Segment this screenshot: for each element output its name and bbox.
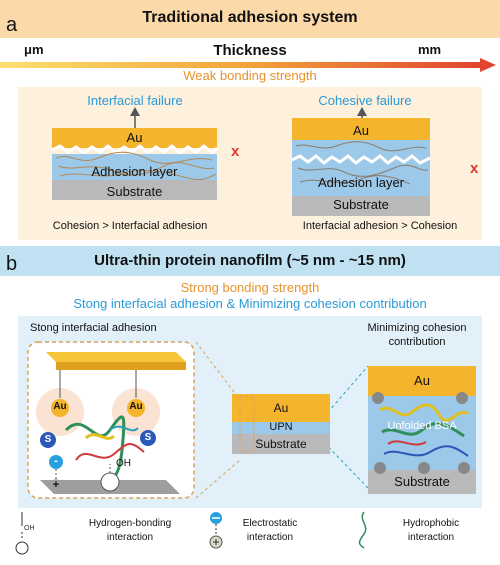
- zoom-s-label-1: S: [44, 434, 52, 445]
- panel-b-subtitle-strength: Strong bonding strength: [180, 280, 320, 295]
- legend-hydrogen-bond-label-2: interaction: [106, 532, 154, 543]
- right-au-label: Au: [353, 123, 369, 138]
- left-failure-mark: x: [231, 143, 240, 160]
- center-upn-label: UPN: [269, 421, 293, 433]
- legend-electrostatic-label-2: interaction: [246, 532, 294, 543]
- cohesive-failure-diagram: [291, 107, 431, 216]
- panel-a-subtitle: Weak bonding strength: [183, 68, 317, 83]
- right-zoom-bsa-label: Unfolded BSA: [387, 420, 457, 432]
- zoom-plus-label: +: [52, 479, 60, 491]
- panel-a-banner: [0, 0, 500, 38]
- center-substrate-label: Substrate: [255, 437, 307, 451]
- panel-a-title: Traditional adhesion system: [142, 9, 358, 26]
- right-adhesion-label: Adhesion layer: [318, 175, 404, 190]
- right-zoom-substrate-label: Substrate: [394, 474, 450, 489]
- legend-hydrogen-bond-icon: OH: [15, 512, 35, 555]
- axis-center-label: Thickness: [213, 42, 287, 59]
- left-adhesion-label: Adhesion layer: [91, 164, 178, 179]
- svg-text:OH: OH: [24, 525, 35, 532]
- right-zoom-heading-line2: contribution: [388, 336, 446, 348]
- center-layer-stack: [232, 394, 330, 454]
- interfacial-zoom-illustration: [27, 341, 195, 499]
- cohesion-zoom-illustration: [368, 366, 476, 494]
- panel-b-letter: b: [6, 253, 18, 275]
- left-caption: Cohesion > Interfacial adhesion: [52, 220, 208, 232]
- panel-a-letter: a: [6, 14, 18, 36]
- left-au-label: Au: [126, 130, 143, 145]
- legend-hydrophobic-label-1: Hydrophobic: [402, 518, 460, 529]
- legend-electrostatic-label-1: Electrostatic: [242, 518, 298, 529]
- panel-b-subtitle-adhesion: Stong interfacial adhesion & Minimizing …: [73, 296, 427, 311]
- legend-hydrogen-bond-label-1: Hydrogen-bonding: [88, 518, 172, 529]
- left-zoom-heading: Stong interfacial adhesion: [30, 322, 157, 334]
- zoom-au-label-1: Au: [53, 401, 67, 412]
- legend-hydrophobic-icon: [358, 511, 367, 549]
- right-failure-mark: x: [470, 160, 479, 177]
- interfacial-failure-heading: Interfacial failure: [87, 93, 183, 108]
- right-zoom-au-label: Au: [414, 373, 430, 388]
- axis-left-label: μm: [24, 42, 44, 57]
- thickness-arrow: [0, 58, 496, 72]
- panel-b-banner: [0, 246, 500, 276]
- legend-electrostatic-icon: [209, 512, 223, 549]
- legend-hydrophobic-label-2: interaction: [407, 532, 455, 543]
- zoom-minus-label: -: [54, 455, 58, 467]
- left-substrate-label: Substrate: [106, 184, 163, 199]
- right-caption: Interfacial adhesion > Cohesion: [302, 220, 458, 232]
- center-au-label: Au: [273, 401, 289, 415]
- right-substrate-label: Substrate: [333, 197, 389, 212]
- zoom-s-label-2: S: [144, 432, 152, 443]
- cohesive-failure-heading: Cohesive failure: [318, 93, 412, 108]
- interfacial-failure-diagram: [51, 107, 219, 200]
- panel-b-title: Ultra-thin protein nanofilm (~5 nm - ~15…: [94, 252, 406, 269]
- right-zoom-heading-line1: Minimizing cohesion: [367, 322, 467, 334]
- zoom-au-label-2: Au: [129, 401, 143, 412]
- axis-right-label: mm: [418, 42, 442, 57]
- zoom-oh-label: OH: [116, 458, 131, 469]
